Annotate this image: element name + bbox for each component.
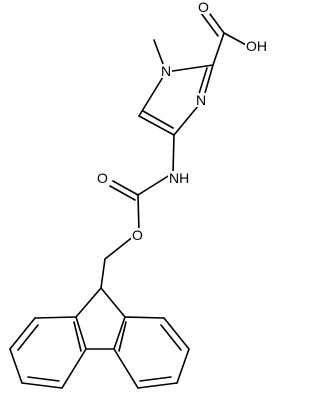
bond: [73, 321, 82, 352]
ester-oxygen-label: O: [131, 227, 144, 243]
bond: [9, 317, 36, 350]
bond: [21, 382, 63, 389]
bond: [165, 64, 214, 73]
bond: [137, 172, 174, 196]
bond: [113, 316, 126, 350]
bond: [223, 32, 249, 47]
bond: [176, 348, 190, 384]
bond: [142, 110, 174, 129]
bond: [109, 185, 136, 201]
bond: [200, 12, 219, 37]
carbamate-oxygen-label: O: [96, 170, 109, 186]
bond: [172, 134, 175, 174]
bond: [163, 317, 190, 350]
bond: [17, 324, 39, 351]
bond: [137, 382, 178, 389]
amide-nh-label: NH: [168, 170, 191, 186]
bond: [75, 287, 102, 318]
bond: [113, 348, 139, 389]
bond: [27, 376, 60, 382]
ring-nitrogen-label: N: [195, 92, 208, 108]
bond: [160, 324, 182, 351]
bond: [197, 67, 208, 98]
bond: [138, 71, 167, 117]
bond: [112, 180, 139, 196]
bond: [9, 348, 23, 384]
bond: [139, 376, 172, 382]
carboxyl-oxygen-label: O: [197, 0, 210, 15]
bond: [137, 194, 140, 233]
bond: [138, 115, 175, 136]
bond: [61, 348, 87, 389]
methyl-nitrogen-label: N: [160, 63, 173, 79]
structure-diagram: [9, 9, 249, 389]
bond: [212, 32, 225, 66]
bond: [34, 316, 77, 319]
bond: [100, 258, 106, 289]
bond: [100, 287, 126, 318]
hydroxyl-label: OH: [245, 38, 268, 54]
bond: [75, 316, 87, 350]
bond: [124, 316, 165, 319]
bond: [118, 321, 127, 352]
